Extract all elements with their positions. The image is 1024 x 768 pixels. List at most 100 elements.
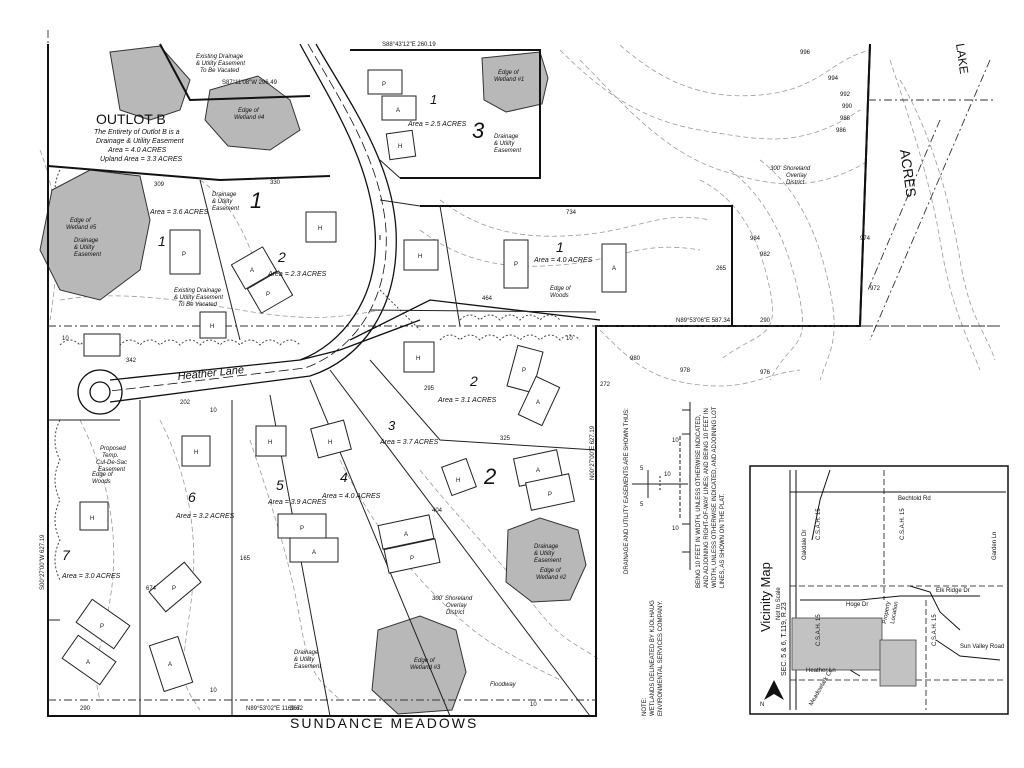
svg-text:982: 982 [760,252,771,258]
svg-text:976: 976 [760,370,771,376]
svg-text:4: 4 [340,469,348,485]
svg-text:2: 2 [483,464,496,489]
svg-text:& Utility: & Utility [212,199,233,205]
svg-text:10: 10 [672,438,679,444]
svg-text:Drainage: Drainage [294,650,319,656]
vicinity-map: Vicinity Map Not to Scale SEC. 5 & 6, T.… [749,465,1009,715]
svg-text:290: 290 [760,318,771,324]
svg-text:P: P [514,262,518,268]
svg-text:6: 6 [188,489,196,505]
svg-text:DRAINAGE AND UTILITY EASEMENTS: DRAINAGE AND UTILITY EASEMENTS ARE SHOWN… [624,408,630,574]
svg-text:WETLANDS DELINEATED BY KJOLHAU: WETLANDS DELINEATED BY KJOLHAUG [650,600,656,716]
bearings-dimensions: S88°43'12"E 260.19 N89°53'06"E 587.34 N8… [40,42,771,712]
svg-text:C.S.A.H. 15: C.S.A.H. 15 [816,614,822,646]
lot-lines [48,159,597,717]
svg-text:10: 10 [62,336,69,342]
wetland-4 [204,75,301,151]
svg-text:Area = 3.6 ACRES: Area = 3.6 ACRES [149,209,209,216]
svg-text:Proposed: Proposed [100,446,126,452]
svg-text:A: A [612,266,616,272]
svg-text:342: 342 [126,358,137,364]
svg-text:Wetland #1: Wetland #1 [494,77,524,83]
svg-text:404: 404 [432,508,443,514]
svg-text:Edge of: Edge of [540,568,562,574]
svg-text:P: P [266,292,270,298]
svg-text:A: A [168,662,172,668]
svg-text:Existing Drainage: Existing Drainage [174,288,222,294]
svg-text:Easement: Easement [98,467,125,473]
svg-text:972: 972 [870,286,881,292]
svg-text:2: 2 [277,249,286,265]
svg-text:H: H [210,324,214,330]
svg-text:P: P [410,556,414,562]
svg-text:P: P [382,82,386,88]
svg-text:Drainage: Drainage [534,544,559,550]
svg-text:& Utility Easement: & Utility Easement [174,295,223,301]
svg-text:Garden Ln: Garden Ln [992,532,998,560]
svg-text:984: 984 [750,236,761,242]
svg-text:C.S.A.H. 15: C.S.A.H. 15 [816,508,822,540]
svg-text:H: H [90,516,94,522]
svg-text:Existing Drainage: Existing Drainage [196,54,244,60]
svg-text:2: 2 [469,373,478,389]
svg-text:265: 265 [716,266,727,272]
svg-text:Elk Ridge Dr: Elk Ridge Dr [936,588,970,594]
svg-text:Heather Lane: Heather Lane [177,364,245,383]
svg-text:District: District [446,610,465,616]
svg-text:A: A [404,532,408,538]
svg-text:S87°11'08"W 296.49: S87°11'08"W 296.49 [222,80,278,86]
svg-text:A: A [86,660,90,666]
svg-text:3: 3 [388,418,396,433]
svg-text:Woods: Woods [550,293,569,299]
svg-text:Not to Scale: Not to Scale [776,587,782,620]
svg-text:978: 978 [680,368,691,374]
svg-text:974: 974 [860,236,871,242]
svg-text:P: P [522,368,526,374]
svg-text:SUNDANCE MEADOWS: SUNDANCE MEADOWS [290,715,478,731]
svg-text:H: H [318,226,322,232]
feature-labels: Edge of Wetland #1 Edge of Wetland #2 Ed… [66,70,811,688]
svg-text:LAKE: LAKE [953,42,971,74]
svg-text:A: A [396,108,400,114]
svg-text:10: 10 [672,526,679,532]
svg-text:Area = 3.7 ACRES: Area = 3.7 ACRES [379,439,439,446]
svg-text:Area = 3.0 ACRES: Area = 3.0 ACRES [61,573,121,580]
svg-text:980: 980 [630,356,641,362]
svg-text:1: 1 [556,239,564,255]
svg-text:1: 1 [158,233,166,249]
svg-text:S88°43'12"E 260.19: S88°43'12"E 260.19 [382,42,436,48]
svg-text:N89°53'02"E 1169.62: N89°53'02"E 1169.62 [246,706,304,712]
svg-text:Cul-De-Sac: Cul-De-Sac [96,460,127,466]
svg-text:Drainage & Utility Easement: Drainage & Utility Easement [96,138,185,145]
svg-text:P: P [172,586,176,592]
svg-text:300' Shoreland: 300' Shoreland [770,166,811,172]
svg-text:Wetland #4: Wetland #4 [234,115,265,121]
wetland-5 [39,169,151,301]
svg-text:367: 367 [290,706,301,712]
svg-text:N89°53'06"E 587.34: N89°53'06"E 587.34 [676,318,731,324]
svg-text:Woods: Woods [92,479,111,485]
svg-text:3: 3 [472,118,485,143]
svg-text:990: 990 [842,104,853,110]
svg-text:P: P [182,252,186,258]
plat-boundary [47,30,1000,717]
svg-text:10: 10 [210,408,217,414]
svg-text:674: 674 [146,586,157,592]
svg-text:5: 5 [640,466,644,472]
pad-primary [367,69,403,95]
svg-text:H: H [416,356,420,362]
svg-text:Edge of: Edge of [238,108,260,114]
svg-text:Easement: Easement [294,664,321,670]
svg-text:AND ADJOINING RIGHT-OF-WAY LIN: AND ADJOINING RIGHT-OF-WAY LINES; AND BE… [704,408,710,588]
svg-text:& Utility Easement: & Utility Easement [196,61,245,67]
svg-text:996: 996 [800,50,811,56]
property-location-highlight [791,617,883,671]
pad-house [385,129,417,161]
svg-text:Easement: Easement [494,148,521,154]
svg-text:Vicinity Map: Vicinity Map [758,562,773,632]
svg-text:7: 7 [62,547,71,563]
svg-text:Easement: Easement [212,206,239,212]
svg-text:Easement: Easement [534,558,561,564]
svg-text:Drainage: Drainage [212,192,237,198]
svg-text:994: 994 [828,76,839,82]
